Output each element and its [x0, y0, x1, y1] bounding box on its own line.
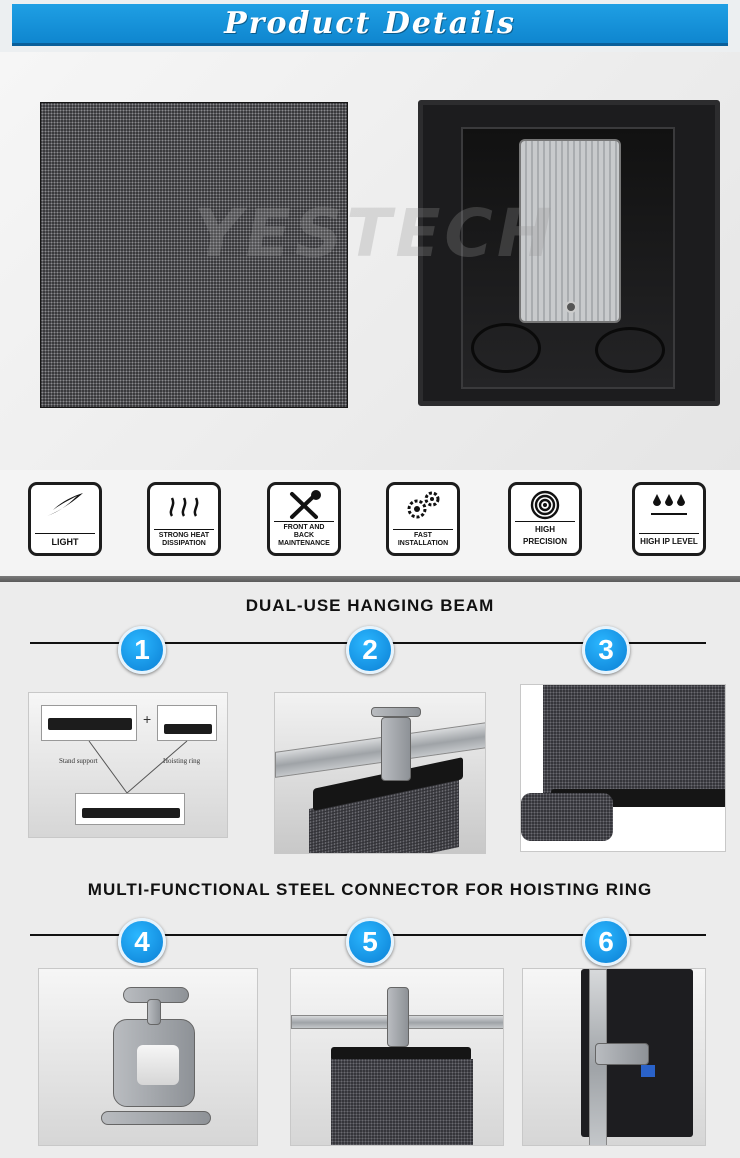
- feature-light: LIGHT: [28, 482, 102, 556]
- step-5-photo: [290, 968, 504, 1146]
- feature-label: HIGH PRECISION: [515, 521, 575, 548]
- feature-label: HIGH IP LEVEL: [639, 533, 699, 548]
- feature-strip: LIGHT STRONG HEAT DISSIPATION FRONT AND …: [0, 470, 740, 578]
- feature-label: LIGHT: [35, 533, 95, 548]
- side-clamp: [595, 1043, 649, 1065]
- feature-precision: HIGH PRECISION: [508, 482, 582, 556]
- cable-left: [471, 323, 541, 373]
- feature-label: STRONG HEAT DISSIPATION: [154, 529, 214, 548]
- part-bar: [48, 718, 132, 730]
- header: Product Details: [0, 0, 740, 52]
- step-4-photo: [38, 968, 258, 1146]
- step-badge-4: 4: [118, 918, 166, 966]
- section-title-hanging-beam: DUAL-USE HANGING BEAM: [245, 596, 495, 615]
- feather-icon: [31, 490, 99, 528]
- feature-label: FRONT AND BACK MAINTENANCE: [274, 521, 334, 548]
- section-divider: [0, 576, 740, 582]
- clamp-screw: [147, 999, 161, 1025]
- power-supply-box: [519, 139, 621, 323]
- led-module-front-image: [40, 102, 348, 408]
- step-badge-1: 1: [118, 626, 166, 674]
- drops-icon: [635, 490, 703, 528]
- stand-support-label: Stand support: [59, 757, 98, 765]
- stand-support-part: [41, 705, 137, 741]
- feature-maintenance: FRONT AND BACK MAINTENANCE: [267, 482, 341, 556]
- page-title: Product Details: [224, 6, 516, 41]
- title-banner: Product Details: [12, 4, 728, 46]
- step-3-photo: [520, 684, 726, 852]
- corner-detail: [521, 793, 613, 841]
- step-badge-3: 3: [582, 626, 630, 674]
- clamp-opening: [137, 1045, 179, 1085]
- target-icon: [511, 490, 579, 528]
- part-bar: [82, 808, 180, 818]
- step-6-photo: [522, 968, 706, 1146]
- assembled-part: [75, 793, 185, 825]
- feature-label: FAST INSTALLATION: [393, 529, 453, 548]
- plus-sign: +: [143, 711, 152, 727]
- step-2-photo: [274, 692, 486, 854]
- gears-icon: [389, 490, 457, 528]
- hoisting-ring-label: Hoisting ring: [163, 757, 201, 765]
- led-panel: [331, 1059, 473, 1145]
- hoisting-clamp: [387, 987, 409, 1047]
- clamp-handle: [371, 707, 421, 717]
- clamp-pin: [101, 1111, 211, 1125]
- connector-lines: [88, 740, 188, 794]
- section-title-steel-connector: MULTI-FUNCTIONAL STEEL CONNECTOR FOR HOI…: [87, 880, 653, 899]
- hoisting-ring-part: [157, 705, 217, 741]
- heat-icon: [150, 490, 218, 528]
- step-badge-5: 5: [346, 918, 394, 966]
- blue-connector: [641, 1065, 655, 1077]
- part-bar: [164, 724, 212, 734]
- step-1-photo: + Stand support Hoisting ring: [28, 692, 228, 838]
- cabinet-back-image: [418, 100, 720, 406]
- hoisting-clamp: [381, 717, 411, 781]
- feature-ip-level: HIGH IP LEVEL: [632, 482, 706, 556]
- feature-installation: FAST INSTALLATION: [386, 482, 460, 556]
- cable-right: [595, 327, 665, 373]
- led-panel: [543, 685, 725, 795]
- brand-watermark: YESTECH: [193, 195, 557, 272]
- step-badge-2: 2: [346, 626, 394, 674]
- mount-bracket: [331, 1047, 471, 1061]
- feature-heat: STRONG HEAT DISSIPATION: [147, 482, 221, 556]
- step-badge-6: 6: [582, 918, 630, 966]
- tools-icon: [270, 490, 338, 528]
- connector-knob: [565, 301, 577, 313]
